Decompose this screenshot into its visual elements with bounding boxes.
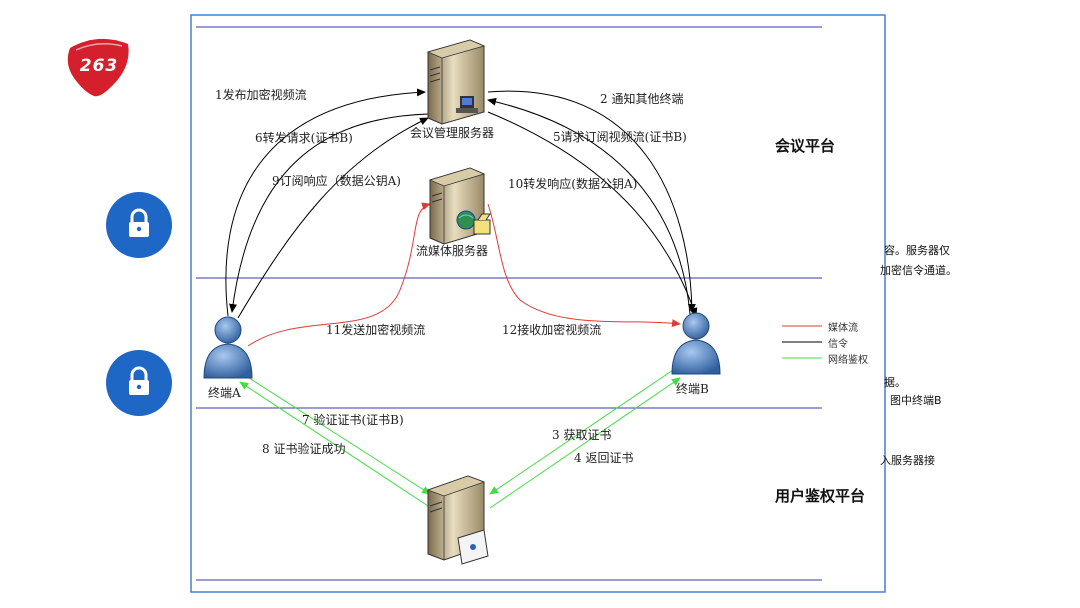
- legend-media-label: 媒体流: [828, 323, 858, 334]
- conference-server-label: 会议管理服务器: [410, 126, 495, 140]
- step-label-3: 3 获取证书: [552, 428, 612, 442]
- step-label-12: 12接收加密视频流: [502, 323, 602, 337]
- signal-arrow-1: [225, 88, 426, 317]
- server-icon: [426, 475, 489, 565]
- step-label-11: 11发送加密视频流: [326, 323, 426, 337]
- diagram-frame: [190, 14, 886, 593]
- brand-logo: 263: [62, 36, 134, 100]
- side-text: 入服务器接: [880, 454, 935, 467]
- media-arrow-12: [487, 203, 681, 328]
- step-label-2: 2 通知其他终端: [600, 92, 684, 106]
- server-icon: [428, 167, 491, 245]
- signal-arrow-6: [229, 113, 429, 313]
- auth-arrow-8: [239, 381, 429, 507]
- server-icon: [426, 39, 486, 125]
- signal-arrow-2: [487, 90, 696, 313]
- auth-arrow-4: [489, 377, 681, 509]
- signal-arrow-9: [237, 117, 429, 319]
- signal-arrow-5: [487, 97, 691, 315]
- terminal-b-label: 终端B: [676, 382, 709, 396]
- platform-label-conference: 会议平台: [775, 137, 836, 155]
- media-arrow-11: [247, 202, 431, 347]
- legend-auth-label: 网络鉴权: [828, 355, 868, 366]
- auth-arrow-7: [245, 375, 431, 495]
- step-label-10: 10转发响应(数据公钥A): [508, 177, 638, 191]
- user-icon: [671, 312, 721, 375]
- brand-logo-text: 263: [79, 56, 119, 76]
- side-text: 容。服务器仅: [884, 244, 950, 257]
- streaming-server-label: 流媒体服务器: [416, 244, 489, 258]
- lock-icon: [129, 366, 149, 395]
- legend-signal-label: 信令: [828, 339, 848, 350]
- step-label-4: 4 返回证书: [574, 451, 634, 465]
- lock-badge: [106, 350, 172, 416]
- signal-arrow-10: [487, 111, 698, 317]
- step-label-1: 1发布加密视频流: [215, 88, 307, 102]
- platform-label-auth: 用户鉴权平台: [775, 487, 866, 505]
- side-text: 据。: [884, 376, 906, 389]
- user-icon: [203, 316, 253, 379]
- side-text: 图中终端B: [890, 394, 942, 407]
- side-text: 加密信令通道。: [880, 264, 957, 277]
- lock-icon: [129, 208, 149, 237]
- step-label-8: 8 证书验证成功: [262, 442, 346, 456]
- step-label-7: 7 验证证书(证书B): [302, 413, 404, 427]
- step-label-9: 9订阅响应（数据公钥A): [272, 174, 401, 188]
- step-label-5: 5请求订阅视频流(证书B): [553, 130, 687, 144]
- step-label-6: 6转发请求(证书B): [255, 131, 353, 145]
- lock-badge: [106, 192, 172, 258]
- auth-arrow-3: [489, 367, 677, 495]
- terminal-a-label: 终端A: [208, 386, 241, 400]
